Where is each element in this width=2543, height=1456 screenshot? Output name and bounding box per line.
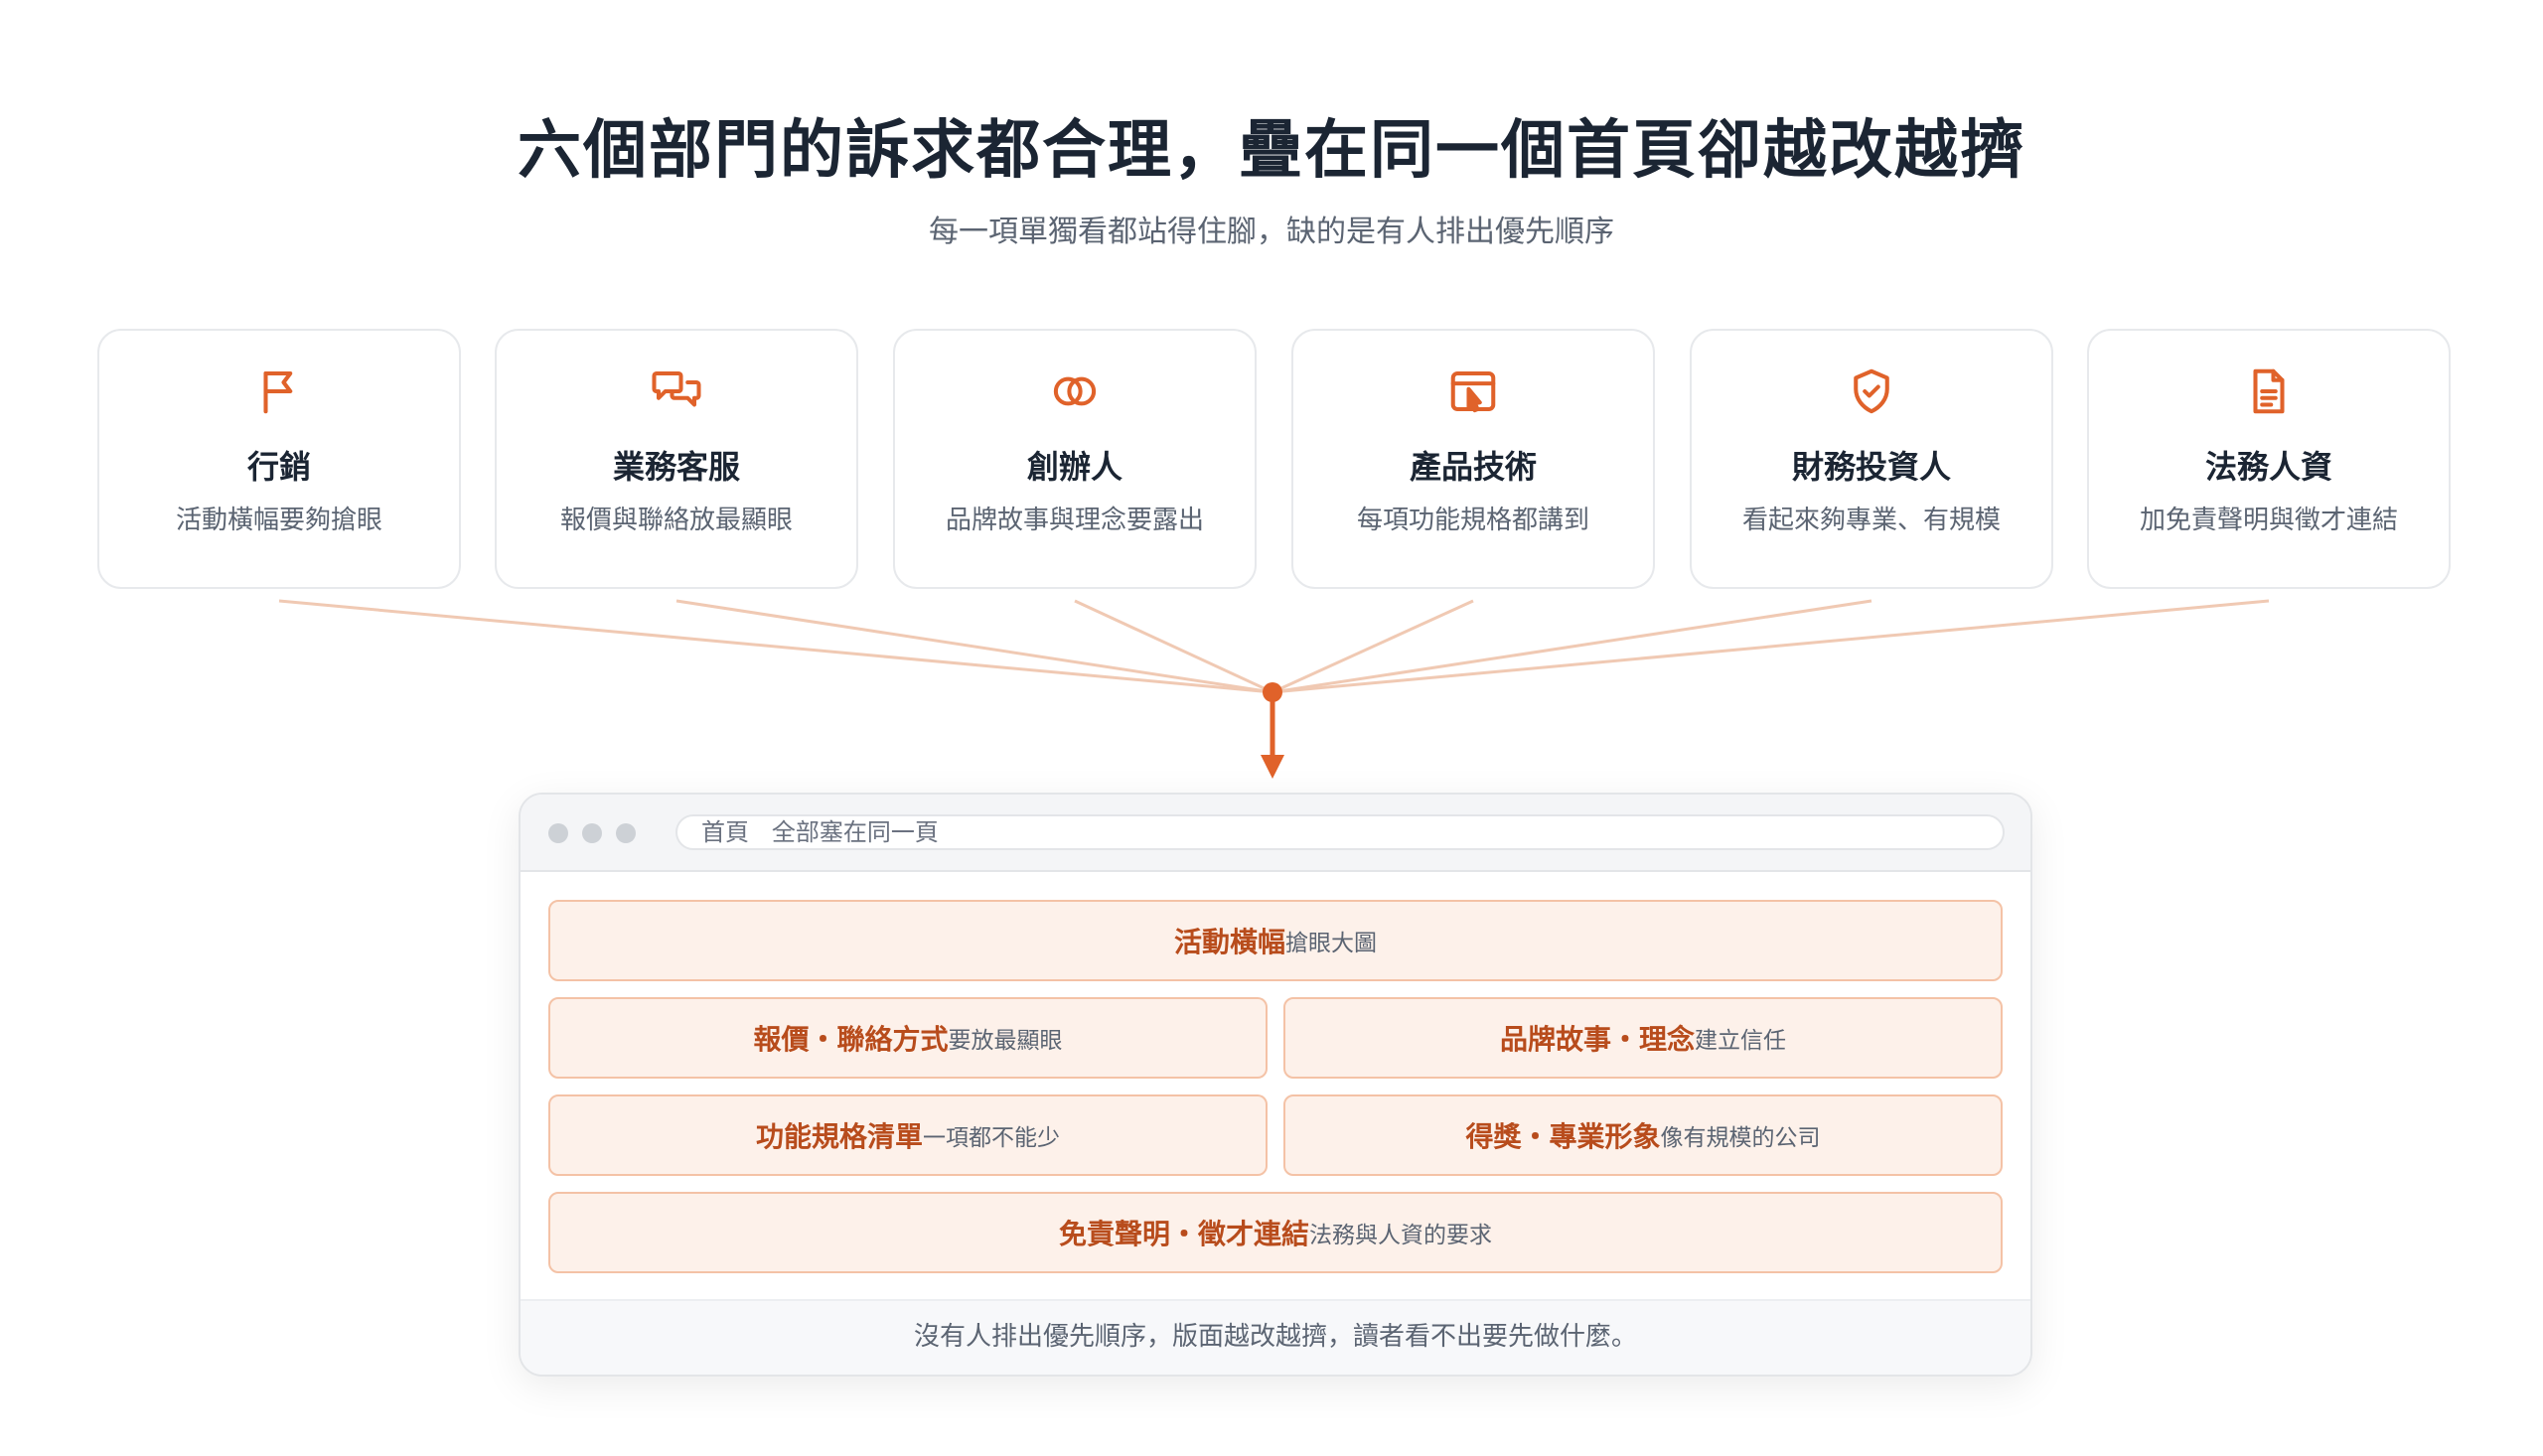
url-page: 首頁 (701, 818, 749, 846)
section-block-feature-specs: 功能規格清單一項都不能少 (548, 1094, 1268, 1176)
section-note: 建立信任 (1695, 1028, 1786, 1054)
window-dot (582, 823, 602, 843)
department-name: 產品技術 (1409, 448, 1537, 486)
linked-rings-icon (895, 364, 1255, 418)
document-icon (2089, 364, 2449, 418)
section-title: 活動橫幅 (1173, 926, 1285, 958)
department-card-founder: 創辦人 品牌故事與理念要露出 (893, 329, 1257, 589)
browser-cursor-icon (1293, 364, 1653, 418)
address-bar: 首頁 全部塞在同一頁 (675, 814, 2005, 850)
department-demand: 加免責聲明與徵才連結 (2139, 506, 2398, 535)
department-card-product-tech: 產品技術 每項功能規格都講到 (1291, 329, 1655, 589)
department-demand: 看起來夠專業、有規模 (1741, 506, 2001, 535)
department-card-finance-investors: 財務投資人 看起來夠專業、有規模 (1690, 329, 2053, 589)
section-title: 免責聲明・徵才連結 (1058, 1218, 1309, 1250)
department-name: 行銷 (246, 448, 311, 486)
browser-footer-caption: 沒有人排出優先順序，版面越改越擠，讀者看不出要先做什麼。 (521, 1299, 2030, 1375)
department-name: 法務人資 (2204, 448, 2332, 486)
department-demand: 品牌故事與理念要露出 (945, 506, 1204, 535)
browser-toolbar: 首頁 全部塞在同一頁 (521, 795, 2030, 872)
flag-icon (99, 364, 459, 418)
homepage-browser-mockup: 首頁 全部塞在同一頁 活動橫幅搶眼大圖 報價・聯絡方式要放最顯眼 品牌故事・理念… (519, 793, 2032, 1377)
department-card-sales-support: 業務客服 報價與聯絡放最顯眼 (495, 329, 858, 589)
converging-connectors (278, 599, 2270, 779)
connector-line (278, 599, 1273, 694)
section-title: 得獎・專業形象 (1465, 1120, 1661, 1153)
section-note: 搶眼大圖 (1285, 931, 1377, 956)
url-desc: 全部塞在同一頁 (771, 818, 939, 846)
department-name: 財務投資人 (1791, 448, 1951, 486)
section-title: 功能規格清單 (755, 1120, 923, 1153)
page-subtitle: 每一項單獨看都站得住腳，缺的是有人排出優先順序 (929, 215, 1614, 249)
department-name: 創辦人 (1026, 448, 1122, 486)
section-note: 一項都不能少 (923, 1125, 1060, 1151)
section-block-banner: 活動橫幅搶眼大圖 (548, 900, 2003, 981)
connector-line (1074, 599, 1273, 694)
section-note: 像有規模的公司 (1660, 1125, 1821, 1151)
connector-line (675, 599, 1273, 694)
department-demand: 每項功能規格都講到 (1356, 506, 1589, 535)
department-name: 業務客服 (612, 448, 740, 486)
window-dot (548, 823, 568, 843)
department-demand: 報價與聯絡放最顯眼 (559, 506, 793, 535)
section-title: 報價・聯絡方式 (753, 1023, 949, 1056)
section-block-pricing-contact: 報價・聯絡方式要放最顯眼 (548, 997, 1268, 1079)
window-dot (616, 823, 636, 843)
section-block-legal-hiring: 免責聲明・徵才連結法務與人資的要求 (548, 1192, 2003, 1273)
down-arrow-head (1261, 755, 1284, 779)
department-card-marketing: 行銷 活動橫幅要夠搶眼 (97, 329, 461, 589)
connector-line (1272, 599, 1474, 694)
chat-bubbles-icon (497, 364, 856, 418)
section-note: 要放最顯眼 (948, 1028, 1063, 1054)
section-block-awards: 得獎・專業形象像有規模的公司 (1283, 1094, 2003, 1176)
page-title: 六個部門的訴求都合理，疊在同一個首頁卻越改越擠 (518, 114, 2025, 188)
shield-check-icon (1692, 364, 2051, 418)
connector-line (1272, 599, 1872, 694)
section-note: 法務與人資的要求 (1309, 1223, 1492, 1248)
department-card-legal-hr: 法務人資 加免責聲明與徵才連結 (2087, 329, 2451, 589)
connector-line (1272, 599, 2270, 694)
section-title: 品牌故事・理念 (1499, 1023, 1695, 1056)
department-demand: 活動橫幅要夠搶眼 (175, 506, 382, 535)
section-block-brand-story: 品牌故事・理念建立信任 (1283, 997, 2003, 1079)
